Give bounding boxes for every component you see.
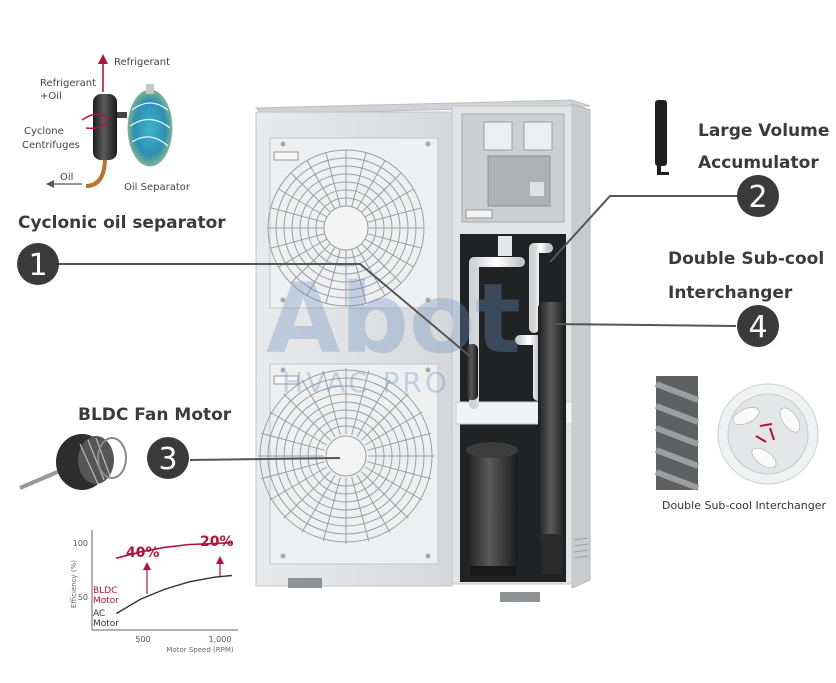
cyclone-label-1: Cyclone xyxy=(24,126,64,137)
oil-separator-inset: Refrigerant Refrigerant +Oil Cyclone Cen… xyxy=(22,54,191,193)
cyclone-label-2: Centrifuges xyxy=(22,140,80,151)
interchanger-label: Interchanger xyxy=(668,283,793,303)
callout-1-number: 1 xyxy=(28,248,47,283)
callout-2: 2 xyxy=(737,175,779,217)
refrigerant-oil-label-2: +Oil xyxy=(40,91,62,102)
gain-arrow-1 xyxy=(143,562,151,594)
unit-right-side xyxy=(571,103,591,589)
leader-lines xyxy=(58,195,738,461)
chart-ylabel: Efficiency (%) xyxy=(70,560,78,608)
callout-4: 4 xyxy=(737,305,779,347)
leader-1 xyxy=(58,263,473,359)
compressor xyxy=(466,442,518,576)
gain-arrow-2 xyxy=(216,556,224,576)
callout-3-number: 3 xyxy=(158,442,177,477)
outdoor-unit xyxy=(254,99,591,602)
bldc-fan-motor-label: BLDC Fan Motor xyxy=(78,405,232,425)
leader-4 xyxy=(551,323,737,327)
spiral-twist xyxy=(654,381,700,491)
chart-ytick-50: 50 xyxy=(78,593,88,602)
lower-fan xyxy=(258,363,439,565)
subcool-caption: Double Sub-cool Interchanger xyxy=(662,499,827,512)
unit-foot-right xyxy=(500,592,540,602)
control-box xyxy=(461,113,565,223)
accumulator-cylinder xyxy=(538,302,566,542)
leader-2 xyxy=(549,195,738,263)
series-line-bldc xyxy=(116,541,232,559)
watermark: Abot HVAC PRO xyxy=(266,263,521,399)
subcool-inset: Double Sub-cool Interchanger xyxy=(654,376,827,512)
callout-4-number: 4 xyxy=(748,310,767,345)
annotation-40: 40% xyxy=(126,545,160,561)
watermark-subtext: HVAC PRO xyxy=(282,366,450,399)
watermark-text: Abot xyxy=(266,263,521,375)
chart-xtick-1000: 1,000 xyxy=(209,635,232,644)
chart-ytick-100: 100 xyxy=(73,539,88,548)
efficiency-chart: Efficiency (%) Motor Speed (RPM) 50 100 … xyxy=(70,530,238,654)
large-volume-label: Large Volume xyxy=(698,121,829,141)
refrigerant-oil-label-1: Refrigerant xyxy=(40,78,96,89)
double-subcool-label: Double Sub-cool xyxy=(668,249,824,269)
side-vents xyxy=(573,537,589,559)
callout-3: 3 xyxy=(147,437,189,479)
refrigerant-out-label: Refrigerant xyxy=(114,57,170,68)
unit-foot-left xyxy=(288,578,322,588)
callout-2-number: 2 xyxy=(748,180,767,215)
cyclonic-oil-separator-label: Cyclonic oil separator xyxy=(18,213,226,233)
callout-1: 1 xyxy=(17,243,59,285)
annotation-20: 20% xyxy=(200,534,234,550)
chart-xlabel: Motor Speed (RPM) xyxy=(166,646,233,654)
series-line-ac xyxy=(115,574,232,615)
upper-fan xyxy=(267,137,439,309)
oil-separator-unit xyxy=(466,344,478,400)
accumulator-icon xyxy=(655,100,669,175)
bldc-motor-image xyxy=(19,434,127,490)
chart-xtick-500: 500 xyxy=(135,635,150,644)
oil-label: Oil xyxy=(60,172,73,183)
leader-3 xyxy=(189,457,341,461)
accumulator-label: Accumulator xyxy=(698,153,819,173)
oil-separator-caption: Oil Separator xyxy=(124,182,191,193)
